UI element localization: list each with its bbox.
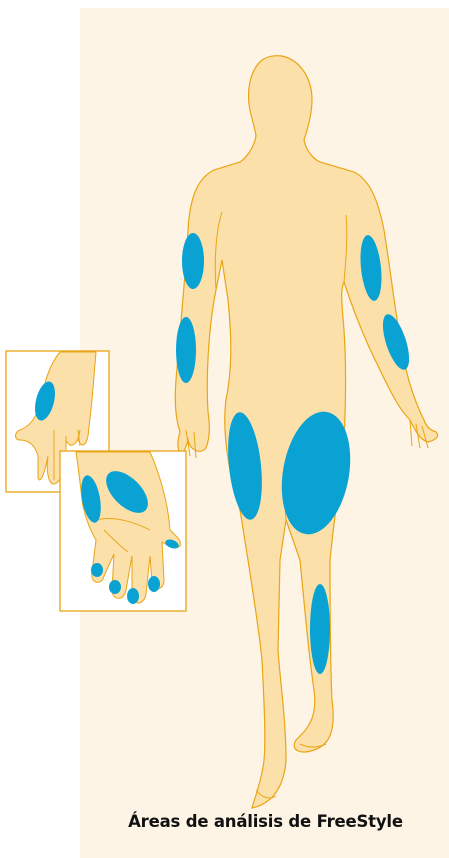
test-site-fingertip-middle xyxy=(127,588,139,604)
figure-caption: Áreas de análisis de FreeStyle xyxy=(82,812,449,831)
test-site-calf xyxy=(310,584,330,674)
test-site-fingertip-little xyxy=(91,563,103,577)
test-site-fingertip-index xyxy=(148,576,160,592)
test-site-fingertip-ring xyxy=(109,580,121,594)
inset-hand-palm xyxy=(60,451,186,611)
test-site-upper-arm-left xyxy=(182,233,204,289)
test-site-forearm-left xyxy=(176,317,196,383)
